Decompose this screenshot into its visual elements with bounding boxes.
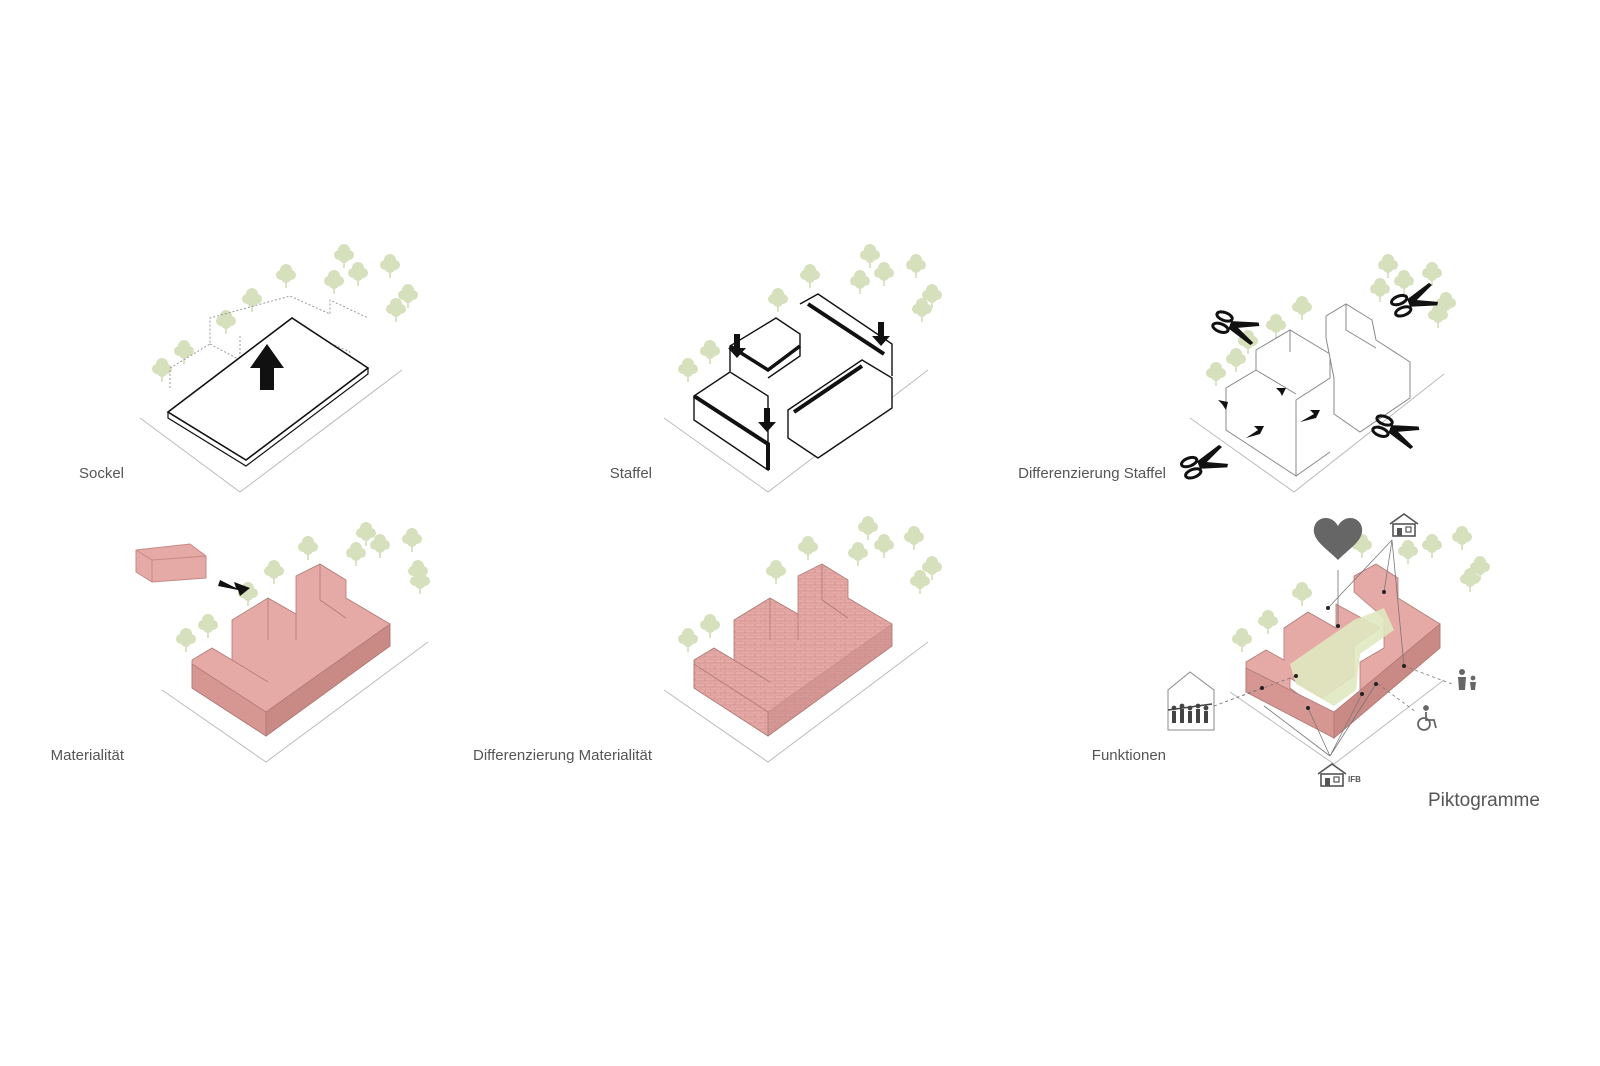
caption-diff-materialitaet: Differenzierung Materialität [473, 747, 652, 764]
caption-materialitaet: Materialität [50, 747, 124, 764]
heart-icon [1313, 517, 1363, 560]
diagram-materialitaet [135, 522, 430, 763]
arrow-icon [218, 580, 250, 596]
caption-sockel: Sockel [78, 465, 124, 482]
down-arrow-icons [728, 322, 890, 432]
ground-lines [663, 641, 929, 763]
diagram-diff-staffel [1178, 254, 1456, 493]
family-icon [1458, 669, 1476, 690]
small-arrow-icons [1212, 388, 1320, 438]
diagram-staffel [663, 244, 942, 493]
ifb-house-icon: IFB [1317, 763, 1361, 787]
brick-volumes-textured [693, 563, 893, 737]
footer-title: Piktogramme [1428, 790, 1540, 811]
ifb-label: IFB [1348, 775, 1361, 784]
community-icon [1167, 671, 1215, 731]
diagram-diff-materialitaet [663, 516, 942, 763]
up-arrow-icon [250, 344, 284, 390]
caption-diff-staffel: Differenzierung Staffel [1018, 465, 1166, 482]
caption-funktionen: Funktionen [1091, 747, 1166, 764]
ground-lines [1229, 679, 1445, 765]
brick-volumes [191, 563, 391, 737]
staffel-volumes [692, 293, 893, 472]
courtyard [1290, 608, 1394, 706]
wheelchair-icon [1417, 705, 1437, 731]
stepped-volumes [1225, 303, 1411, 477]
function-lines [1213, 539, 1453, 757]
caption-staffel: Staffel [609, 465, 652, 482]
ground-lines [1189, 373, 1445, 493]
diagram-funktionen: IFB [1167, 513, 1490, 787]
diagram-sockel [139, 244, 418, 493]
brick-sample [135, 543, 207, 583]
function-dots [1260, 590, 1406, 710]
ground-lines [161, 641, 429, 763]
ground-lines [139, 369, 403, 493]
house-icon [1389, 513, 1419, 537]
trees [678, 244, 942, 382]
sockel-slab [166, 317, 370, 467]
